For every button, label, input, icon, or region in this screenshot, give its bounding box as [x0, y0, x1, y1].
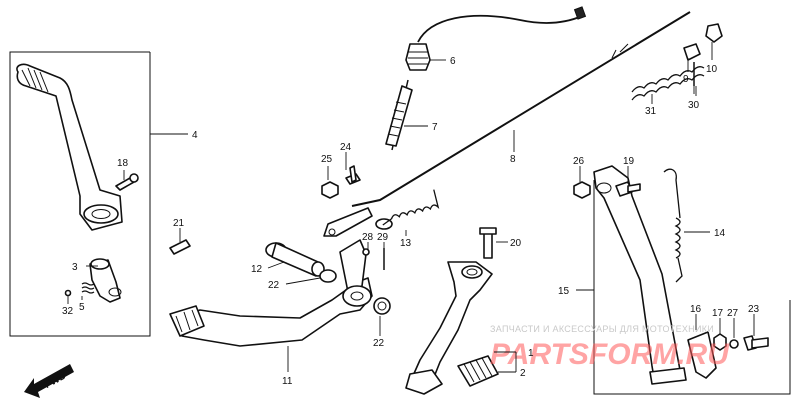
gearshift-pedal-1	[405, 261, 493, 395]
callout-26: 26	[573, 156, 585, 167]
callout-3: 3	[72, 262, 78, 273]
group-bracket-left	[9, 51, 151, 337]
washer-22a	[319, 269, 337, 283]
callout-8: 8	[510, 154, 516, 165]
callout-15: 15	[558, 286, 570, 297]
callout-11: 11	[282, 376, 293, 387]
cable-6	[405, 6, 587, 71]
callout-32: 32	[62, 306, 74, 317]
nut-25	[321, 181, 339, 199]
callout-25: 25	[321, 154, 333, 165]
callout-20: 20	[510, 238, 522, 249]
brake-rod-8	[323, 11, 691, 237]
callout-21: 21	[173, 218, 185, 229]
kick-shaft-3	[89, 258, 122, 303]
switch-16	[687, 331, 717, 379]
callout-18: 18	[117, 158, 129, 169]
callout-14: 14	[714, 228, 726, 239]
pivot-12	[265, 242, 325, 277]
group-bracket-sidestand	[593, 180, 791, 395]
shift-rubber-2	[457, 355, 499, 387]
callout-13: 13	[400, 238, 412, 249]
callout-16: 16	[690, 304, 702, 315]
callout-12: 12	[251, 264, 263, 275]
callout-29: 29	[377, 232, 389, 243]
watermark-logo: PARTSFORM.RU	[490, 338, 730, 371]
adjuster-7	[385, 79, 413, 151]
callout-5: 5	[79, 302, 85, 313]
joint-9	[683, 43, 701, 61]
callout-17: 17	[712, 308, 724, 319]
kickstarter-group	[9, 51, 151, 337]
callout-31: 31	[645, 106, 657, 117]
bolt-24	[345, 165, 361, 185]
callout-leaders	[67, 42, 755, 373]
washer-27	[729, 339, 739, 349]
kick-starter-arm	[16, 63, 123, 231]
callout-1: 1	[528, 348, 534, 359]
nut-26	[573, 181, 591, 199]
callout-24: 24	[340, 142, 352, 153]
callout-23: 23	[748, 304, 760, 315]
pin-10	[705, 23, 723, 43]
callout-7: 7	[432, 122, 438, 133]
washer-22b	[373, 297, 391, 315]
callout-19: 19	[623, 156, 635, 167]
bolt-21	[169, 239, 191, 255]
bolt-20	[479, 227, 497, 259]
bolt-23	[743, 335, 769, 351]
spring-31	[631, 66, 705, 101]
watermark: ЗАПЧАСТИ И АКСЕССУАРЫ ДЛЯ МОТОТЕХНИКИ PA…	[490, 324, 730, 371]
callout-6: 6	[450, 56, 456, 67]
fwd-label: FWD	[43, 371, 68, 391]
pin-28	[362, 248, 370, 256]
callout-10: 10	[706, 64, 718, 75]
callout-9: 9	[683, 74, 689, 85]
callout-27: 27	[727, 308, 739, 319]
callout-28: 28	[362, 232, 374, 243]
bolt-18	[115, 173, 139, 191]
callout-labels: 1 2 3 4 5 6 7 8 9 10 11 12 13 14 15 16 1…	[62, 56, 760, 387]
callout-22a: 22	[268, 280, 280, 291]
callout-22b: 22	[373, 338, 385, 349]
pin-32	[64, 289, 72, 297]
watermark-text: ЗАПЧАСТИ И АКСЕССУАРЫ ДЛЯ МОТОТЕХНИКИ	[490, 324, 714, 334]
callout-30: 30	[688, 100, 700, 111]
bolt-19	[615, 181, 641, 197]
brake-pedal-11	[169, 239, 373, 347]
spring-14	[663, 168, 683, 283]
spring-5	[81, 282, 95, 294]
spring-13	[382, 189, 440, 226]
sidestand-group	[573, 165, 791, 395]
callout-2: 2	[520, 368, 526, 379]
callout-4: 4	[192, 130, 198, 141]
fwd-direction-marker: FWD	[24, 364, 74, 398]
